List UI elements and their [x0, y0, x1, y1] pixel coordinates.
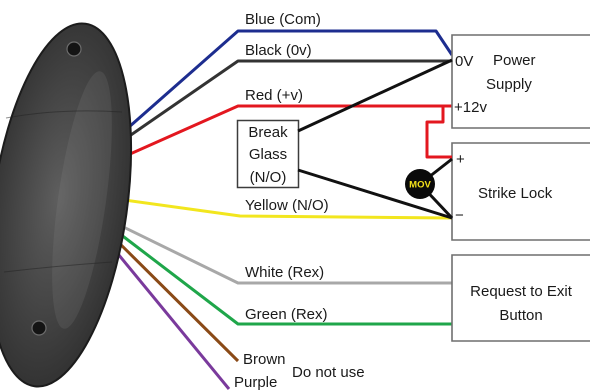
wire-blue — [111, 29, 454, 144]
exit-button: Request to Exit Button — [451, 254, 590, 342]
wire-label-red: Red (+v) — [245, 87, 303, 104]
unused-wires-note: Do not use — [292, 364, 365, 381]
wire-label-green: Green (Rex) — [245, 306, 328, 323]
reader-seam-upper — [5, 110, 123, 119]
wire-black — [111, 59, 452, 150]
break-glass-to-0v-wire — [297, 58, 453, 133]
exit-button-title-line2: Button — [499, 307, 542, 324]
mov-symbol — [405, 169, 435, 199]
power-supply-title-line2: Supply — [486, 76, 532, 93]
wire-labels: Blue (Com) Black (0v) Red (+v) Yellow (N… — [234, 11, 365, 391]
exit-button-title-line1: Request to Exit — [470, 283, 573, 300]
power-supply-title-line1: Power — [493, 52, 536, 69]
break-glass: Break Glass (N/O) — [236, 119, 300, 189]
wire-label-yellow: Yellow (N/O) — [245, 197, 329, 214]
wire-label-purple: Purple — [234, 374, 277, 391]
strike-lock-border — [451, 142, 590, 241]
strike-lock-title: Strike Lock — [478, 185, 553, 202]
break-glass-to-strike-minus-wire — [297, 168, 453, 220]
terminal-0v-label: 0V — [455, 53, 473, 70]
red-jumper-to-strike-plus — [425, 106, 452, 159]
terminal-12v-label: +12v — [454, 99, 487, 116]
wire-white — [104, 216, 452, 285]
strike-lock-box — [452, 143, 590, 240]
reader-highlight — [52, 71, 112, 329]
card-reader-device — [0, 22, 133, 388]
mov-component: MOV — [405, 169, 435, 199]
bottom-screw-hole — [31, 320, 47, 336]
wire-green — [102, 219, 452, 326]
break-glass-line3: (N/O) — [250, 169, 287, 186]
mov-label: MOV — [409, 180, 431, 191]
top-screw-hole — [66, 41, 82, 57]
exit-button-border — [451, 254, 590, 342]
wire-red — [111, 104, 452, 164]
strike-lock: + Strike Lock − — [451, 142, 590, 241]
wire-label-brown: Brown — [243, 351, 286, 368]
strike-minus-terminal-label: − — [455, 207, 464, 224]
wire-yellow — [109, 196, 453, 220]
exit-button-box — [452, 255, 590, 341]
wire-label-white: White (Rex) — [245, 264, 324, 281]
reader-body — [0, 23, 132, 387]
wire-label-black: Black (0v) — [245, 42, 312, 59]
reader-outline — [0, 22, 133, 388]
wire-brown — [100, 224, 240, 363]
wire-label-blue: Blue (Com) — [245, 11, 321, 28]
break-glass-line1: Break — [248, 124, 288, 141]
break-glass-line2: Glass — [249, 146, 287, 163]
power-supply-box — [452, 35, 590, 128]
reader-wires — [98, 29, 454, 390]
break-glass-box — [236, 119, 300, 189]
wire-purple — [98, 231, 231, 390]
strike-plus-terminal-label: + — [456, 151, 465, 168]
power-supply: 0V Power Supply +12v — [451, 34, 590, 129]
power-supply-border — [451, 34, 590, 129]
reader-seam-lower — [3, 261, 113, 273]
